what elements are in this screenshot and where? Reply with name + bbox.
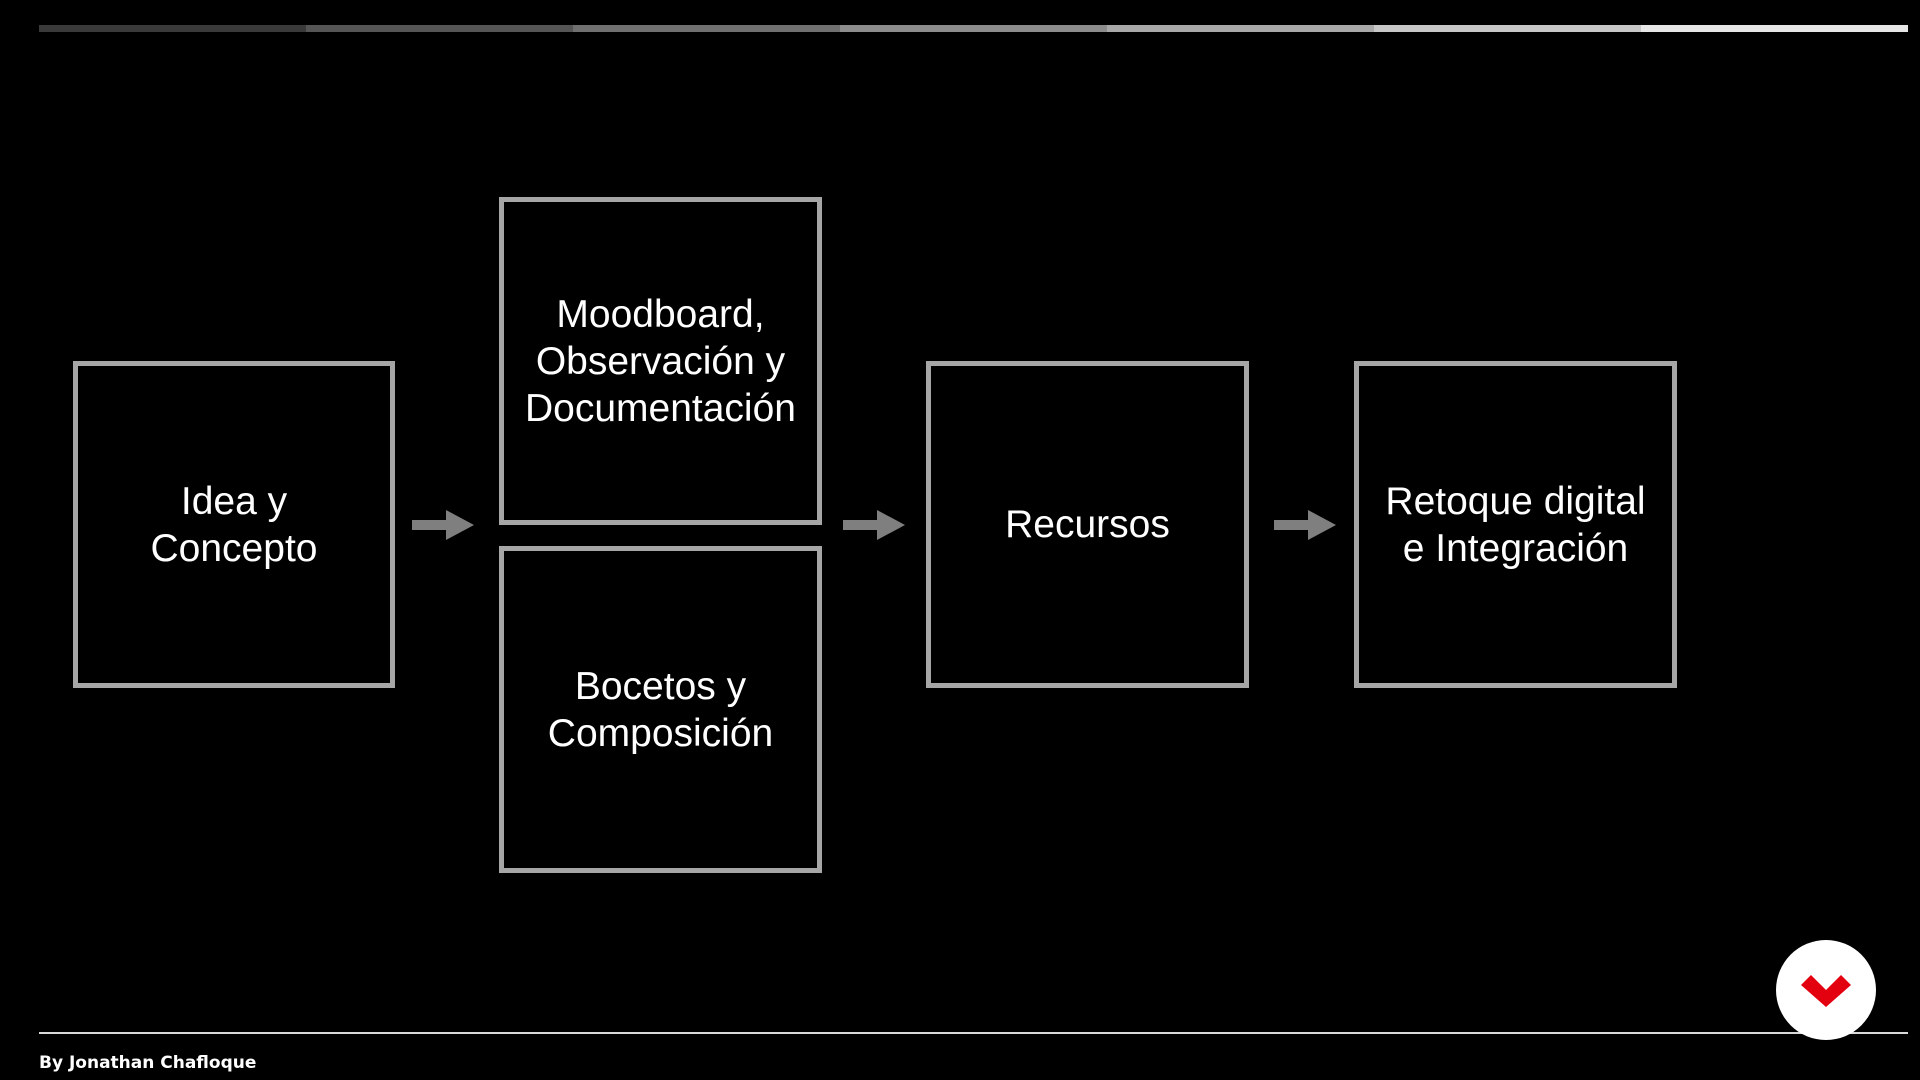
node-recursos: Recursos bbox=[926, 361, 1249, 688]
slide-progress-bar bbox=[39, 25, 1908, 32]
arrow-right-icon bbox=[412, 510, 474, 540]
node-bocetos-y-composicion: Bocetos y Composición bbox=[499, 546, 822, 873]
logo bbox=[1776, 940, 1876, 1040]
red-chevron-logo-icon bbox=[1801, 975, 1851, 1007]
progress-segment-4 bbox=[840, 25, 1107, 32]
node-retoque-digital: Retoque digital e Integración bbox=[1354, 361, 1677, 688]
footer-divider bbox=[39, 1032, 1908, 1034]
progress-segment-3 bbox=[573, 25, 840, 32]
arrow-right-icon bbox=[1274, 510, 1336, 540]
progress-segment-6 bbox=[1374, 25, 1641, 32]
node-moodboard: Moodboard, Observación y Documentación bbox=[499, 197, 822, 525]
progress-segment-2 bbox=[306, 25, 573, 32]
node-idea-y-concepto: Idea y Concepto bbox=[73, 361, 395, 688]
arrow-right-icon bbox=[843, 510, 905, 540]
author-credit: By Jonathan Chafloque bbox=[39, 1053, 257, 1073]
progress-segment-7 bbox=[1641, 25, 1908, 32]
progress-segment-5 bbox=[1107, 25, 1374, 32]
progress-segment-1 bbox=[39, 25, 306, 32]
